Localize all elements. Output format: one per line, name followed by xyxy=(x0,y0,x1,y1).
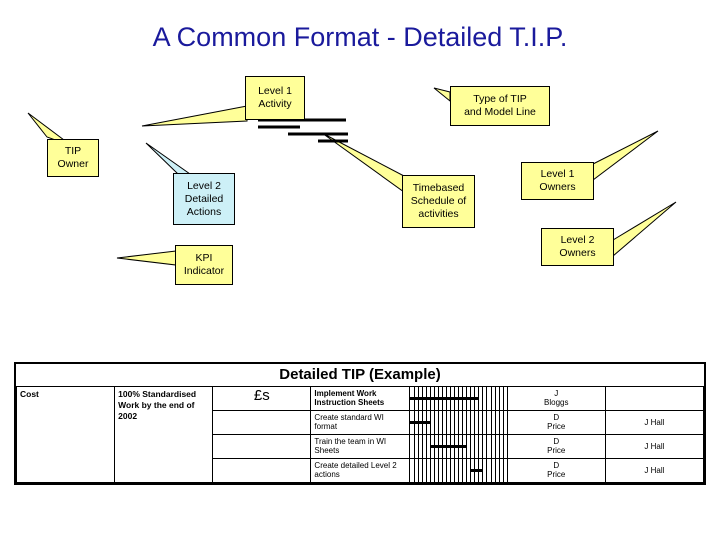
callout-line: Timebased xyxy=(412,182,465,194)
cell-goal-header: 100% Standardised Work by the end of 200… xyxy=(114,385,214,483)
cell-currency-blank xyxy=(212,433,312,459)
owner-line: D xyxy=(553,437,560,447)
owner-line: D xyxy=(553,413,560,423)
level-1-owners-tail xyxy=(592,130,659,182)
cell-gantt xyxy=(408,457,508,484)
gantt-gridlines xyxy=(410,459,506,482)
cell-owner-secondary: J Hall xyxy=(604,433,705,459)
cell-task: Create standard WI format xyxy=(310,409,410,435)
cell-owner-primary: J Bloggs xyxy=(506,385,606,411)
callout-timebased-schedule[interactable]: Timebased Schedule of activities xyxy=(402,175,475,228)
callout-line: Activity xyxy=(258,98,292,110)
cell-gantt xyxy=(408,385,508,411)
callout-type-of-tip[interactable]: Type of TIP and Model Line xyxy=(450,86,550,126)
callout-tip-owner[interactable]: TIP Owner xyxy=(47,139,99,177)
callout-line: and Model Line xyxy=(464,106,536,118)
callout-line: Detailed xyxy=(184,192,224,205)
callout-line: Owners xyxy=(539,181,576,193)
kpi-indicator-tail xyxy=(116,250,177,266)
cell-owner-primary: D Price xyxy=(506,409,606,435)
level-2-actions-tail xyxy=(145,142,192,175)
owner-line: D xyxy=(553,461,560,471)
callout-line: Level 2 xyxy=(560,234,595,246)
table-row: Cost 100% Standardised Work by the end o… xyxy=(15,385,705,483)
callout-line: TIP xyxy=(64,145,82,157)
cell-currency-header: £s xyxy=(212,385,312,411)
cell-task: Train the team in WI Sheets xyxy=(310,433,410,459)
callout-line: Owners xyxy=(559,247,596,259)
callout-line: Level 2 xyxy=(187,179,221,192)
callout-line: Level 1 xyxy=(258,85,292,97)
callout-line: Indicator xyxy=(183,265,225,277)
cell-gantt xyxy=(408,433,508,459)
owner-line: J xyxy=(554,389,559,399)
cell-task: Create detailed Level 2 actions xyxy=(310,457,410,484)
cell-owner-primary: D Price xyxy=(506,457,606,484)
cell-currency-blank xyxy=(212,409,312,435)
page-title: A Common Format - Detailed T.I.P. xyxy=(152,22,568,52)
schedule-rules xyxy=(258,118,348,143)
callout-level-1-owners[interactable]: Level 1 Owners xyxy=(521,162,594,200)
callout-line: Actions xyxy=(186,205,222,218)
level-2-owners-tail xyxy=(612,201,677,258)
cell-owner-secondary: J Hall xyxy=(604,409,705,435)
table-title-row: Detailed TIP (Example) xyxy=(16,364,704,387)
cell-owner-secondary xyxy=(604,385,705,411)
gantt-bar xyxy=(470,469,483,473)
cell-gantt xyxy=(408,409,508,435)
cell-currency-blank xyxy=(212,457,312,484)
callout-level-2-owners[interactable]: Level 2 Owners xyxy=(541,228,614,266)
callout-line: Owner xyxy=(57,158,89,170)
callout-line: Schedule of xyxy=(410,195,467,207)
gantt-bar xyxy=(410,421,430,425)
level-1-activity-tail xyxy=(141,105,248,127)
owner-line: Price xyxy=(547,422,566,432)
cell-owner-primary: D Price xyxy=(506,433,606,459)
table-row: Create detailed Level 2 actions D Price … xyxy=(17,457,705,484)
table-title: Detailed TIP (Example) xyxy=(16,364,704,387)
callout-kpi-indicator[interactable]: KPI Indicator xyxy=(175,245,233,285)
cell-task: Implement Work Instruction Sheets xyxy=(310,385,410,411)
table-row: Create standard WI format D Price J Hall xyxy=(17,409,705,435)
gantt-bar xyxy=(429,445,467,449)
callout-line: KPI xyxy=(195,252,213,264)
cell-cost-header: Cost xyxy=(15,385,116,483)
owner-line: Bloggs xyxy=(544,398,569,408)
callout-level-1-activity[interactable]: Level 1 Activity xyxy=(245,76,305,120)
cell-owner-secondary: J Hall xyxy=(604,457,705,484)
callout-line: activities xyxy=(418,208,459,220)
owner-line: Price xyxy=(547,446,566,456)
callout-line: Type of TIP xyxy=(473,93,527,105)
table-row: Train the team in WI Sheets D Price J Ha… xyxy=(17,433,705,459)
detailed-tip-table: Detailed TIP (Example) Cost 100% Standar… xyxy=(14,362,706,485)
owner-line: Price xyxy=(547,470,566,480)
gantt-bar xyxy=(410,397,479,401)
callout-level-2-detailed-actions[interactable]: Level 2 Detailed Actions xyxy=(173,173,235,225)
callout-line: Level 1 xyxy=(540,168,575,180)
type-of-tip-tail xyxy=(433,87,451,103)
